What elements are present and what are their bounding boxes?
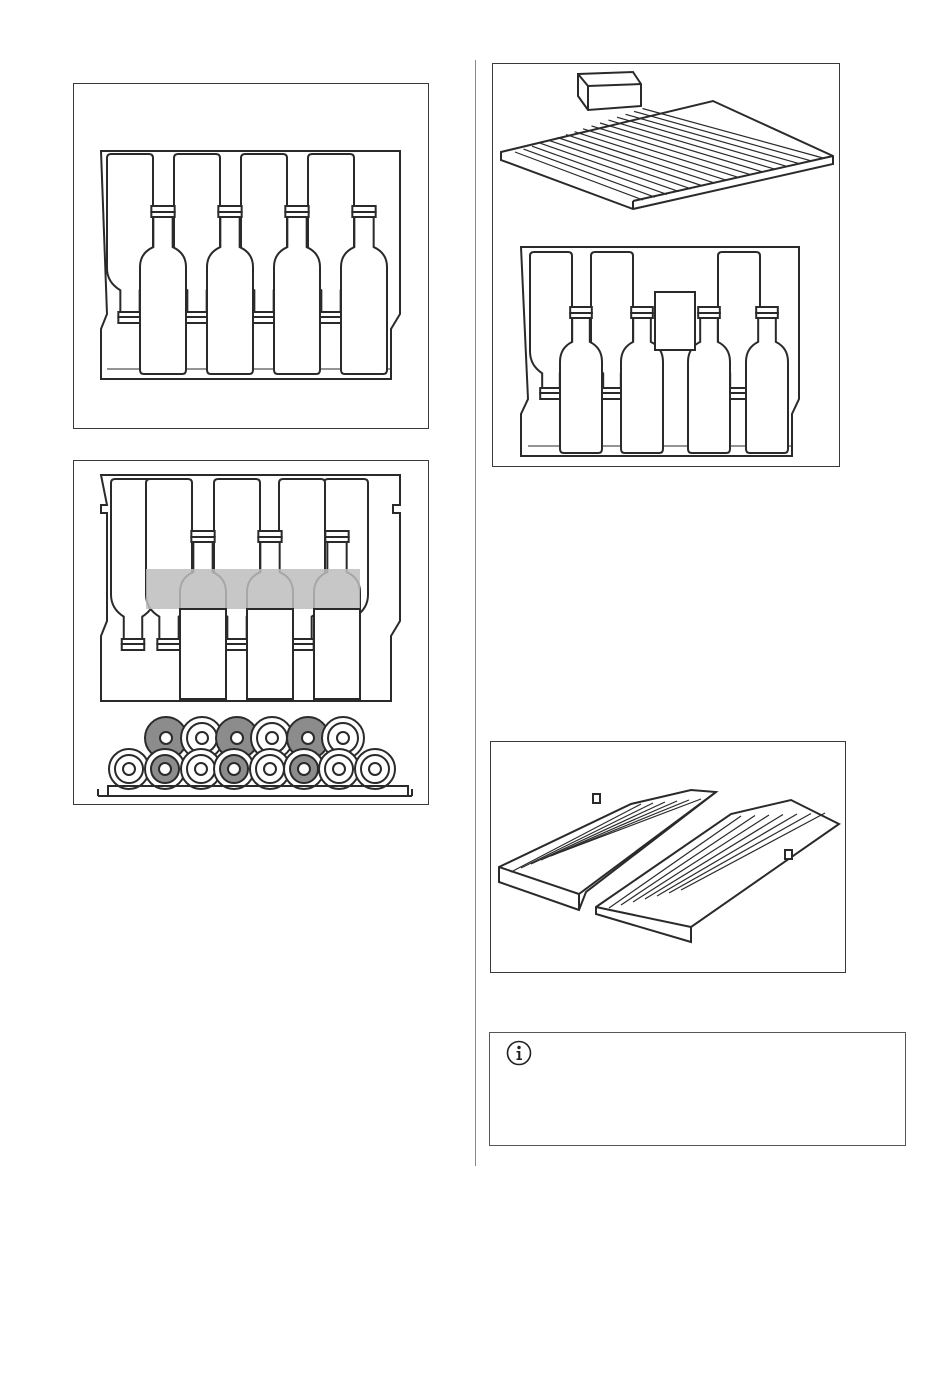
bottle-base-dot [266,732,278,744]
bottle-cap [218,212,241,217]
bottle-base-dot [302,732,314,744]
bottle-shelf-with-stacked-bottles-illustration [74,461,430,806]
bottle-base-dot [333,763,345,775]
bottle-cap [570,313,592,318]
split-shelf-illustration [491,742,847,974]
bottle-base-dot [159,763,171,775]
bottle-cap [191,537,214,542]
bottle-cap [258,537,281,542]
info-note-box [489,1032,906,1146]
info-icon [506,1040,532,1066]
bottle-cap [325,537,348,542]
figure-wire-shelf-and-bottles [492,63,840,467]
wire-shelf-and-drawer-illustration [493,64,841,468]
bottle-base-dot [228,763,240,775]
bottle-base-dot [337,732,349,744]
bottle-body [180,609,226,699]
bottle-cap [319,317,342,323]
bottle-base-dot [369,763,381,775]
bottle-cap [352,212,375,217]
bottle-cap [185,317,208,323]
bottle-cap [157,644,180,650]
bottle-cap [118,317,141,323]
bottle-cap [225,644,248,650]
bottle-cap [285,212,308,217]
column-divider [475,60,476,1166]
bottle-base-dot [123,763,135,775]
bottle-cap [252,317,275,323]
bottle-base-dot [196,732,208,744]
figure-split-shelves [490,741,846,973]
figure-bottle-shelf-front [73,83,429,429]
highlight-band [146,569,360,609]
bottle-cap [122,644,144,650]
bottle-base-dot [298,763,310,775]
bottle-cap [631,313,653,318]
bottle-base-dot [264,763,276,775]
bottle-cap [756,313,778,318]
bottle-body [314,609,360,699]
bottle-cap [540,393,562,399]
bottle-base-dot [195,763,207,775]
bottle-cap [601,393,623,399]
figure-bottle-shelf-stacked [73,460,429,805]
bottle-cap [151,212,174,217]
bottle-cap [698,313,720,318]
bottle-body [247,609,293,699]
bottle-base-dot [160,732,172,744]
bottle-shelf-front-view-illustration [74,84,430,430]
bottle-base-dot [231,732,243,744]
